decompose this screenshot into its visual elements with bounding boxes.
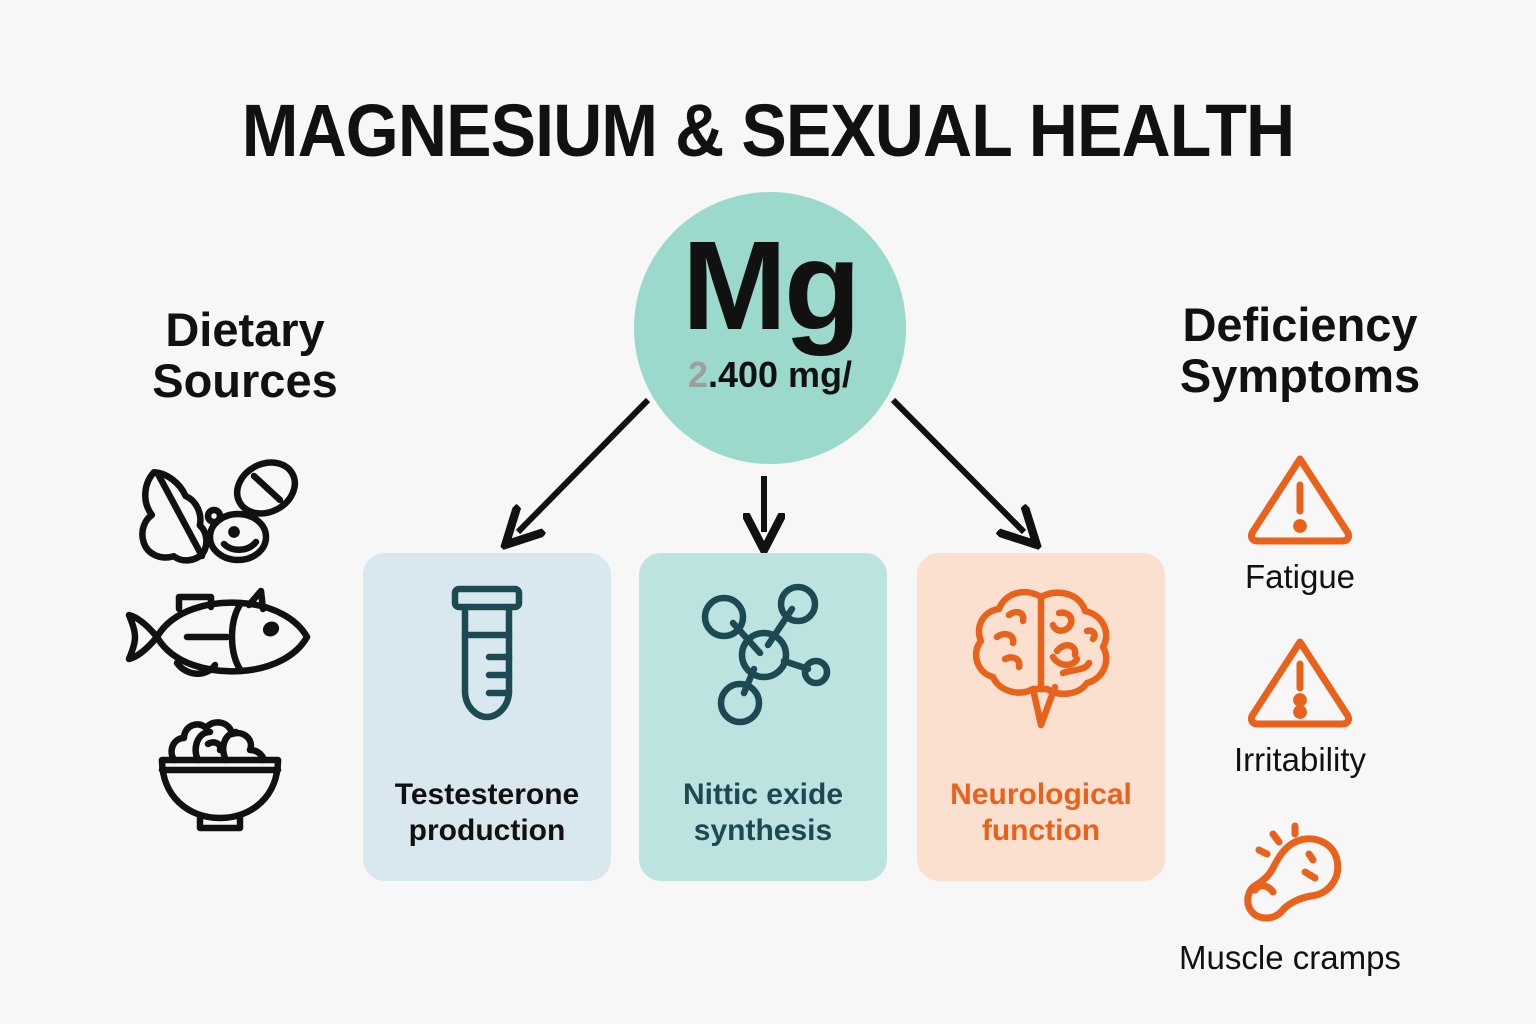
dietary-sources-heading: Dietary Sources: [95, 303, 395, 407]
fish-icon: [115, 585, 320, 695]
test-tube-icon: [427, 579, 547, 729]
benefit-card-nitric-oxide-line2: synthesis: [693, 814, 833, 847]
dietary-sources-heading-line2: Sources: [152, 353, 338, 407]
symptom-fatigue: Fatigue: [1150, 447, 1450, 596]
benefit-card-testosterone-label: Testesterone production: [387, 777, 588, 849]
benefit-card-testosterone[interactable]: Testesterone production: [363, 553, 611, 881]
benefit-card-testosterone-line2: production: [408, 814, 566, 847]
grain-bowl-icon: [140, 702, 300, 837]
symptom-fatigue-label: Fatigue: [1244, 558, 1356, 595]
muscle-cramp-icon: [1225, 820, 1355, 933]
magnesium-dose-prefix: 2: [687, 353, 708, 395]
molecule-icon: [688, 579, 838, 729]
symptom-irritability: Irritability: [1150, 630, 1450, 779]
benefit-card-nitric-oxide-line1: Nittic exide: [682, 778, 844, 811]
benefit-card-testosterone-line1: Testesterone: [394, 778, 580, 811]
magnesium-circle: Mg 2.400 mg/: [634, 192, 906, 464]
benefit-card-neurological-label: Neurological function: [942, 777, 1140, 849]
leafy-greens-nuts-icon: [118, 452, 318, 577]
brain-icon: [963, 579, 1119, 729]
magnesium-dose-suffix: .400 mg/: [707, 353, 853, 395]
deficiency-symptoms-heading-line2: Symptoms: [1179, 348, 1421, 402]
deficiency-symptoms-heading-line1: Deficiency: [1182, 298, 1418, 351]
deficiency-symptoms-heading: Deficiency Symptoms: [1135, 298, 1465, 402]
symptom-muscle-cramps-label: Muscle cramps: [1179, 939, 1401, 976]
symptom-irritability-label: Irritability: [1233, 741, 1367, 778]
benefit-card-nitric-oxide[interactable]: Nittic exide synthesis: [639, 553, 887, 881]
warning-triangle-icon: [1244, 447, 1356, 552]
dietary-sources-heading-line1: Dietary: [165, 303, 325, 356]
benefit-card-neurological-line1: Neurological: [950, 778, 1132, 811]
benefit-card-neurological-line2: function: [981, 814, 1101, 847]
benefit-card-nitric-oxide-label: Nittic exide synthesis: [675, 777, 851, 849]
magnesium-dose: 2.400 mg/: [688, 354, 852, 396]
magnesium-symbol: Mg: [682, 215, 861, 356]
arrow-right: [890, 397, 1024, 532]
arrow-left: [518, 397, 651, 532]
symptom-muscle-cramps: Muscle cramps: [1140, 820, 1440, 977]
benefit-card-neurological[interactable]: Neurological function: [917, 553, 1165, 881]
page-title: MAGNESIUM & SEXUAL HEALTH: [241, 89, 1295, 172]
warning-triangle-icon: [1244, 630, 1356, 735]
